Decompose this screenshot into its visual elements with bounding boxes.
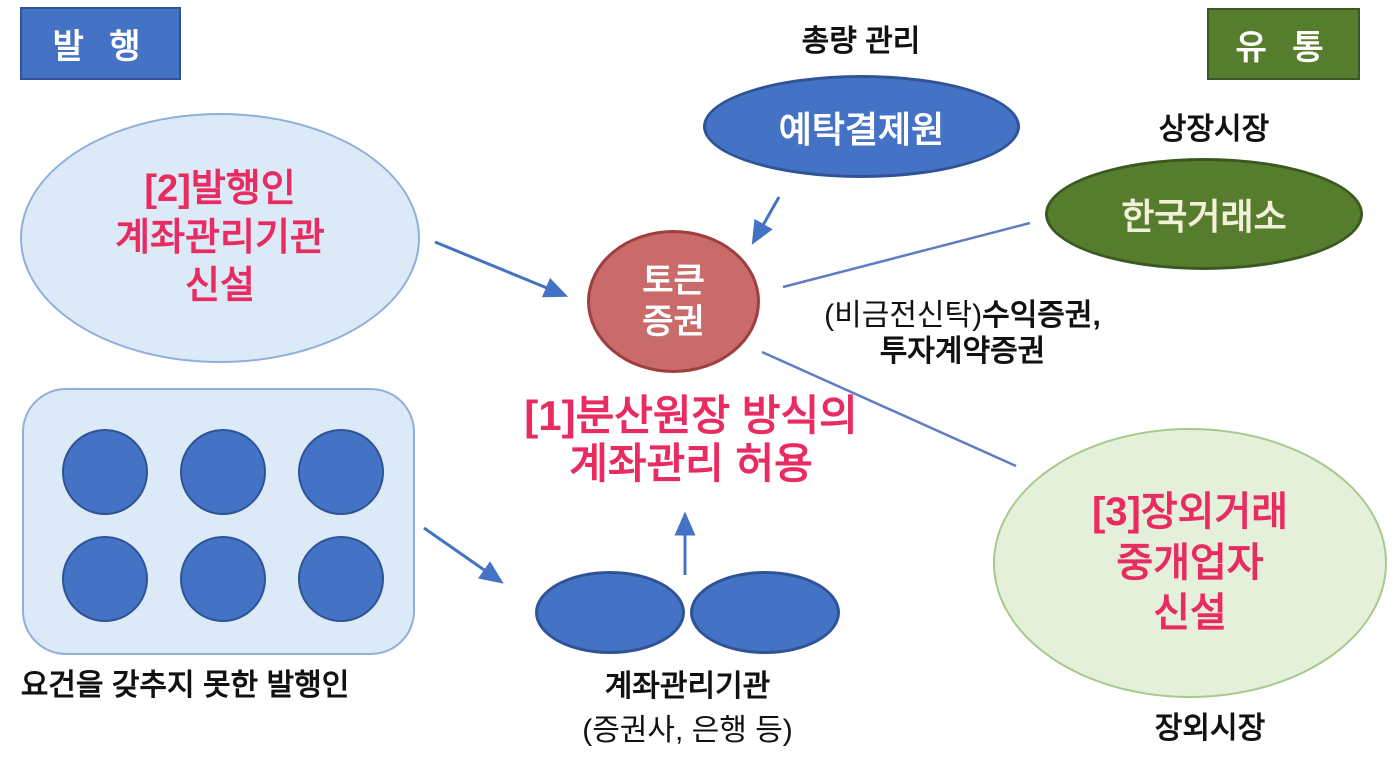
issuer-circle — [298, 429, 384, 515]
issuer-amo-line3: 신설 — [185, 265, 255, 308]
otc-line1: [3]장외거래 — [1091, 490, 1289, 535]
amo-caption-main: 계좌관리기관 — [604, 670, 771, 703]
line-token-to-krx — [782, 221, 1031, 289]
amo-ellipse-right — [690, 571, 840, 654]
ksd-label: 예탁결제원 — [778, 108, 945, 150]
amo-caption: 계좌관리기관 (증권사, 은행 등) — [535, 661, 840, 749]
arrow-issuer-amo-to-token — [434, 240, 569, 298]
amo-ellipse-left — [535, 571, 685, 654]
issuer-amo-line2: 계좌관리기관 — [115, 216, 325, 259]
issuance-badge: 발 행 — [20, 7, 181, 80]
total-quantity-management-label: 총량 관리 — [761, 18, 961, 58]
securities-note-regular: (비금전신탁) — [824, 299, 983, 332]
headline-line1: [1]분산원장 방식의 — [524, 392, 858, 439]
otc-line3: 신설 — [1153, 591, 1227, 636]
total-quantity-management-text: 총량 관리 — [801, 25, 921, 58]
listed-market-label: 상장시장 — [1114, 106, 1314, 146]
unqualified-issuers-caption: 요건을 갖추지 못한 발행인 — [10, 660, 360, 704]
securities-type-note: (비금전신탁)수익증권, 투자계약증권 — [780, 298, 1145, 370]
distribution-badge: 유 통 — [1207, 8, 1360, 80]
unqualified-issuers-caption-text: 요건을 갖추지 못한 발행인 — [20, 669, 350, 702]
distributed-ledger-headline: [1]분산원장 방식의 계좌관리 허용 — [461, 392, 921, 488]
krx-node: 한국거래소 — [1045, 158, 1363, 270]
securities-note-line1: (비금전신탁)수익증권, — [824, 298, 1101, 334]
distribution-badge-label: 유 통 — [1235, 28, 1332, 67]
otc-line2: 중개업자 — [1116, 540, 1264, 585]
ksd-node: 예탁결제원 — [703, 75, 1020, 178]
token-line2: 증권 — [642, 302, 705, 341]
amo-caption-sub: (증권사, 은행 등) — [582, 714, 793, 747]
arrow-issuers-box-to-amo — [423, 526, 504, 584]
arrow-ksd-to-token — [751, 196, 781, 245]
issuer-circle — [62, 536, 148, 622]
otc-market-caption: 장외시장 — [1090, 703, 1330, 747]
issuer-circle — [298, 536, 384, 622]
issuer-circle — [180, 536, 266, 622]
issuer-amo-line1: [2]발행인 — [144, 168, 296, 211]
issuer-circle — [62, 429, 148, 515]
krx-label: 한국거래소 — [1121, 196, 1287, 237]
issuance-badge-label: 발 행 — [52, 28, 149, 66]
issuer-circle — [180, 429, 266, 515]
headline-line2: 계좌관리 허용 — [569, 439, 813, 487]
otc-broker-node: [3]장외거래 중개업자 신설 — [993, 428, 1387, 698]
unqualified-issuers-box — [22, 388, 415, 655]
token-securities-node: 토큰 증권 — [587, 230, 760, 373]
token-line1: 토큰 — [642, 262, 705, 301]
listed-market-text: 상장시장 — [1158, 113, 1270, 146]
otc-market-caption-text: 장외시장 — [1154, 712, 1266, 745]
securities-note-bold: 수익증권, — [982, 299, 1101, 332]
issuer-amo-node: [2]발행인 계좌관리기관 신설 — [20, 113, 420, 363]
securities-note-line2: 투자계약증권 — [879, 335, 1046, 368]
